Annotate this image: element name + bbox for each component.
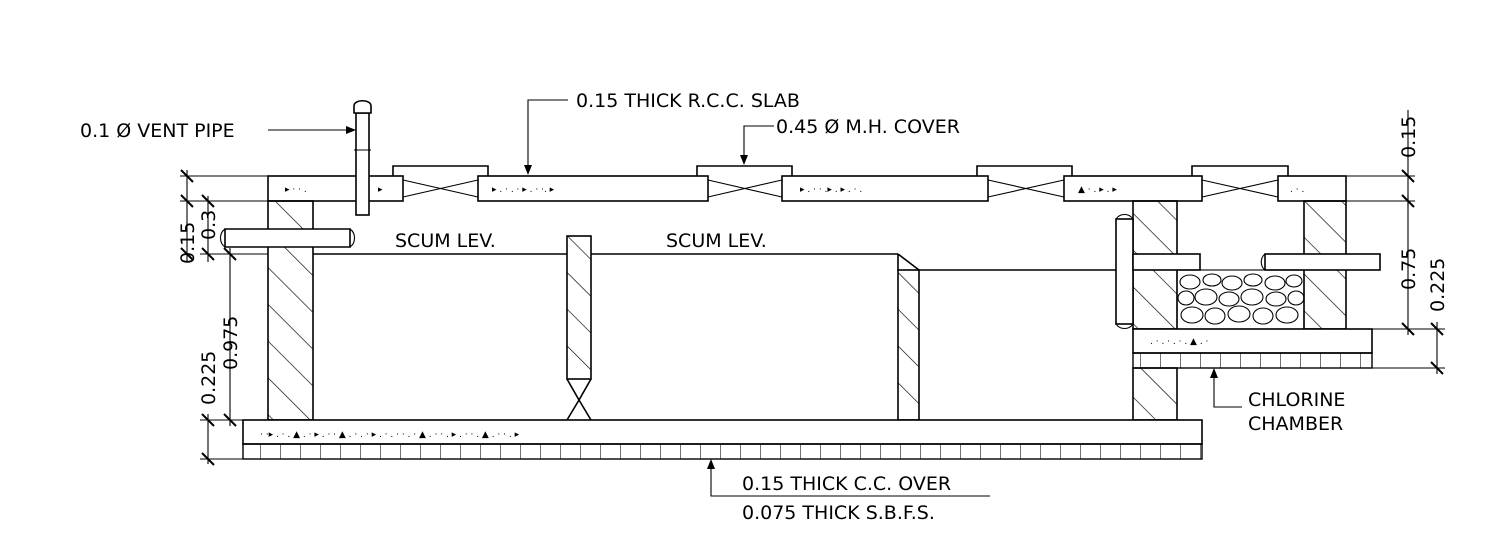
base-label-1: 0.15 THICK C.C. OVER xyxy=(742,473,951,495)
slab-openings xyxy=(402,179,1279,198)
dim-left-freeboard: 0.3 xyxy=(198,210,220,240)
left-dimension-lines xyxy=(180,169,268,466)
svg-text:· ·▸ . · . ▲ . · ▸ . ·: · ·▸ . · . ▲ . · ▸ . · · ▲ . · . · ▸ . ·… xyxy=(260,430,520,440)
right-dimension-lines xyxy=(1346,110,1445,375)
base-label-group: 0.15 THICK C.C. OVER 0.075 THICK S.B.F.S… xyxy=(707,459,990,524)
inlet-pipe xyxy=(219,228,356,248)
dim-left-sludge: 0.225 xyxy=(198,351,220,405)
manhole-covers xyxy=(392,165,1289,176)
vent-pipe-label: 0.1 Ø VENT PIPE xyxy=(80,120,235,142)
slab-concrete-speckle: ▸ · · . ▸ ▸ . · . · ▸ . · ·. ▸ ▸ . · · .… xyxy=(285,185,1304,195)
svg-text:. · . · . · . ▲ .: . · . · . · . ▲ . · xyxy=(1150,337,1208,347)
outlet-pipe xyxy=(1260,253,1381,271)
vent-pipe xyxy=(353,99,372,216)
mh-cover-label-group: 0.45 Ø M.H. COVER xyxy=(740,116,960,165)
gravel-filter xyxy=(1176,269,1305,330)
base-label-2: 0.075 THICK S.B.F.S. xyxy=(742,502,935,524)
rcc-slab: ▸ · · . ▸ ▸ . · . · ▸ . · ·. ▸ ▸ . · · .… xyxy=(267,175,1347,202)
svg-text:▸ . · . · ▸ . · ·. ▸: ▸ . · . · ▸ . · ·. ▸ xyxy=(492,185,555,195)
mh-cover-label: 0.45 Ø M.H. COVER xyxy=(776,116,960,138)
svg-text:▸: ▸ xyxy=(378,185,383,195)
chlorine-chamber-label-1: CHLORINE xyxy=(1248,389,1345,411)
liquid-levels xyxy=(313,253,1133,271)
chlorine-chamber-label-group: CHLORINE CHAMBER xyxy=(1210,368,1345,435)
base-slab: · ·▸ . · . ▲ . · ▸ . · · ▲ . · . · ▸ . ·… xyxy=(242,419,1203,460)
dim-right-chamber-depth: 0.75 xyxy=(1398,248,1420,290)
dim-right-slab: 0.15 xyxy=(1398,116,1420,158)
svg-text:▲ · . ▸ . ▸: ▲ · . ▸ . ▸ xyxy=(1078,185,1117,195)
vent-pipe-label-group: 0.1 Ø VENT PIPE xyxy=(80,120,356,142)
scum-level-label-1: SCUM LEV. xyxy=(395,230,496,252)
svg-text:▸ . · · .▸ . ▸ . · .: ▸ . · · .▸ . ▸ . · . xyxy=(800,185,862,195)
scum-level-label-2: SCUM LEV. xyxy=(666,230,767,252)
dim-left-liquid-depth: 0.975 xyxy=(220,316,242,370)
svg-text:. · .: . · . xyxy=(1290,185,1304,195)
outlet-tee-pipe xyxy=(1115,213,1201,330)
dim-left-slab: 0.15 xyxy=(177,222,199,264)
svg-text:▸ · · .: ▸ · · . xyxy=(285,185,307,195)
chlorine-chamber-base: . · . · . · . ▲ . · xyxy=(1132,328,1373,369)
rcc-slab-label-group: 0.15 THICK R.C.C. SLAB xyxy=(524,90,800,175)
rcc-slab-label: 0.15 THICK R.C.C. SLAB xyxy=(576,90,800,112)
chlorine-chamber-label-2: CHAMBER xyxy=(1248,413,1343,435)
dim-right-chamber-base: 0.225 xyxy=(1427,258,1449,312)
